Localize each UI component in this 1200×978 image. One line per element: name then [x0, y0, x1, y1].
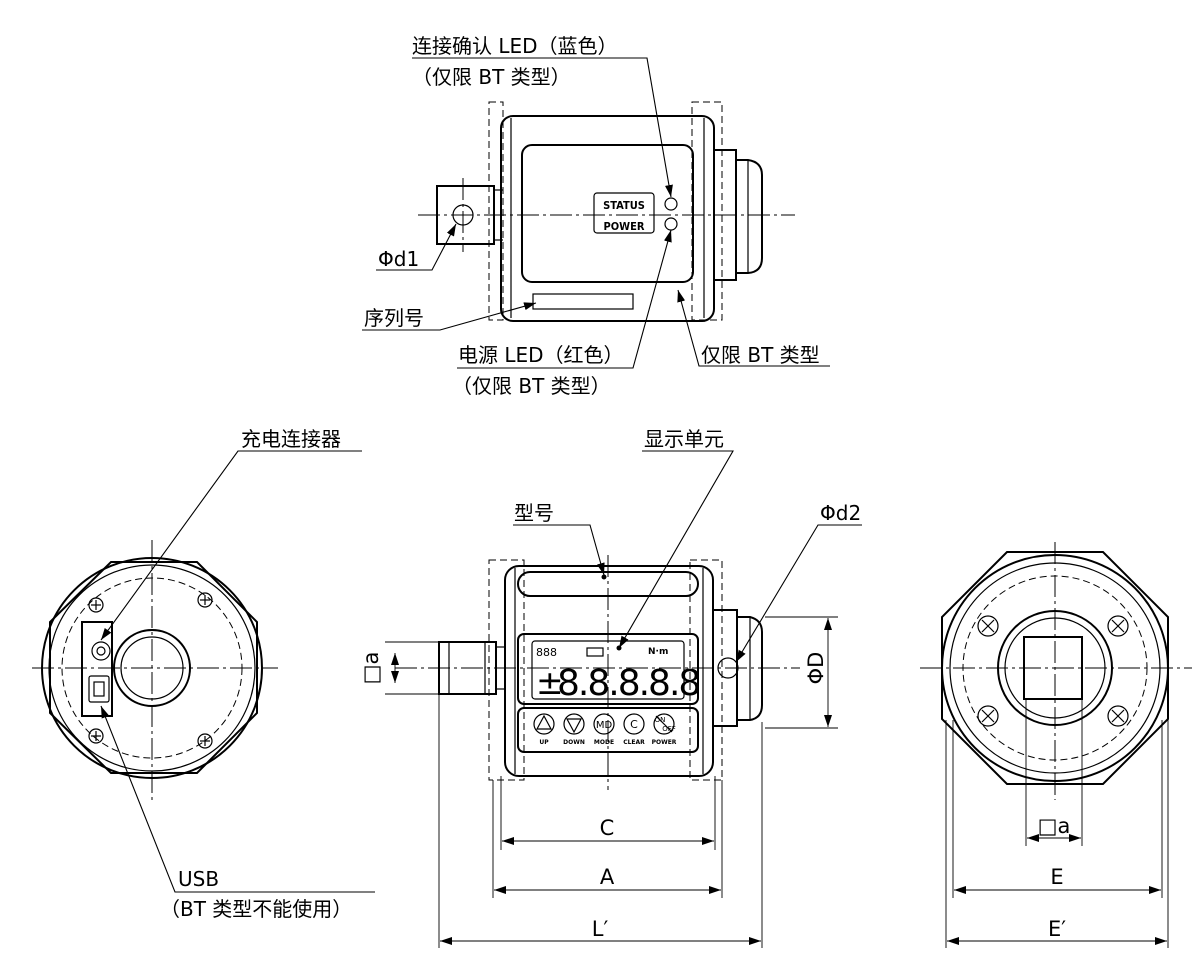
button-panel: [517, 707, 699, 753]
power-led-icon: [664, 217, 678, 231]
dim-E: E: [1050, 865, 1063, 889]
display-digits: 8.8.8.8.8: [557, 663, 699, 704]
front-view: 888 N·m ± 8.8.8.8.8 MD C ON OFF UP DOWN …: [359, 427, 862, 948]
clear-label: CLEAR: [623, 739, 645, 746]
unit-text: N·m: [648, 647, 668, 657]
model-label: 型号: [514, 501, 554, 525]
usb-note: （BT 类型不能使用）: [160, 897, 352, 921]
up-label: UP: [539, 739, 549, 746]
power-led-note: （仅限 BT 类型）: [452, 374, 611, 398]
power-text: POWER: [604, 220, 645, 233]
svg-text:±: ±: [536, 663, 564, 702]
mode-button-icon: [593, 713, 615, 735]
phi-d2-label: Φd2: [820, 501, 861, 525]
serial-number-label: 序列号: [364, 306, 424, 330]
dim-L-prime: L′: [592, 917, 609, 941]
clear-mark: C: [630, 718, 638, 731]
display-unit: [517, 633, 699, 705]
power-label: POWER: [652, 739, 677, 746]
left-end-view: 充电连接器 USB （BT 类型不能使用）: [32, 427, 375, 921]
off-mark: OFF: [662, 725, 676, 733]
right-end-view: □a E E′: [920, 542, 1192, 948]
power-led-label: 电源 LED（红色）: [458, 343, 624, 367]
connection-led-icon: [664, 197, 678, 211]
dim-C: C: [600, 816, 615, 840]
mode-mark: MD: [596, 720, 613, 731]
charge-connector-label: 充电连接器: [241, 427, 341, 451]
display-unit-label: 显示单元: [644, 427, 724, 451]
up-button-icon: [533, 713, 555, 735]
down-button-icon: [563, 713, 585, 735]
bt-only-label: 仅限 BT 类型: [701, 343, 820, 367]
d2-hole: [717, 657, 739, 679]
display-window: [521, 144, 694, 283]
mode-label: MODE: [594, 739, 614, 746]
top-view: STATUS POWER 连接确认 LED（蓝色） （仅限 BT 类型） Φd1…: [362, 34, 830, 398]
status-text: STATUS: [603, 199, 645, 212]
usb-label: USB: [178, 867, 219, 891]
dim-E-prime: E′: [1048, 917, 1066, 941]
svg-text:888: 888: [536, 646, 557, 659]
dim-A: A: [600, 865, 615, 889]
connection-led-label: 连接确认 LED（蓝色）: [412, 34, 618, 58]
square-drive-socket: [1023, 636, 1083, 700]
power-button-icon: [653, 713, 675, 735]
model-plate: [517, 571, 699, 597]
dim-a-bottom: □a: [1038, 814, 1071, 838]
battery-icon: [586, 647, 604, 657]
dim-a-side: □a: [359, 652, 383, 685]
down-label: DOWN: [563, 739, 585, 746]
usb-port-icon: [88, 675, 110, 703]
on-mark: ON: [655, 716, 666, 724]
clear-button-icon: [623, 713, 645, 735]
phi-d1-label: Φd1: [378, 247, 419, 271]
serial-plate: [532, 293, 634, 310]
charge-connector-icon: [91, 641, 111, 661]
dim-phi-D: ΦD: [804, 652, 828, 685]
d1-hole: [452, 204, 474, 226]
connection-led-note: （仅限 BT 类型）: [412, 65, 571, 89]
